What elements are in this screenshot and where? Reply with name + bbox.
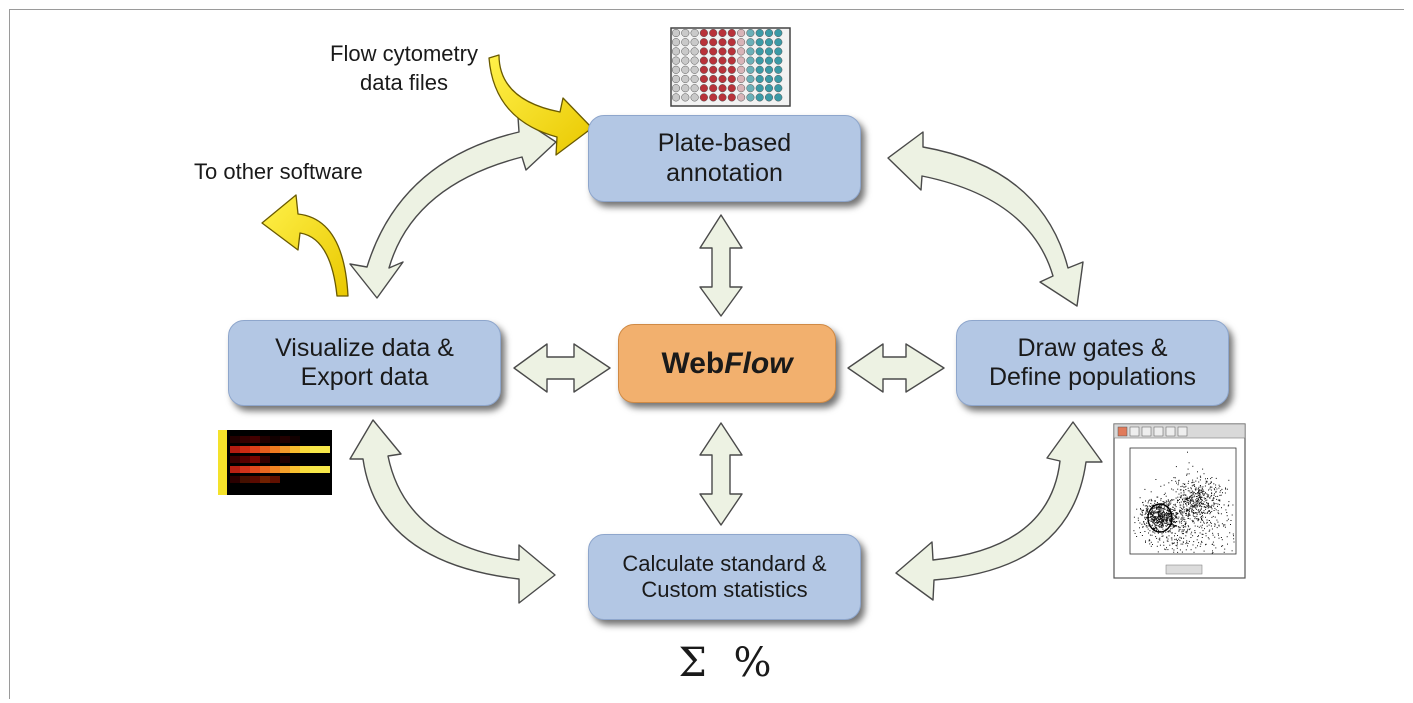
arrow-draw-calculate xyxy=(895,421,1103,601)
draw-gates-box[interactable]: Draw gates & Define populations xyxy=(956,320,1229,406)
yellow-output-arrow xyxy=(261,194,349,297)
arrow-center-calculate xyxy=(699,422,743,526)
well-plate-icon xyxy=(670,27,791,107)
stats-symbols: Σ % xyxy=(678,640,772,686)
visualize-export-label: Visualize data & Export data xyxy=(275,333,454,392)
visualize-export-box[interactable]: Visualize data & Export data xyxy=(228,320,501,406)
heatmap-icon xyxy=(218,430,332,495)
plate-annotation-box[interactable]: Plate-based annotation xyxy=(588,115,861,202)
plate-annotation-label: Plate-based annotation xyxy=(657,129,792,187)
input-files-label: Flow cytometry data files xyxy=(330,41,478,95)
calculate-statistics-box[interactable]: Calculate standard & Custom statistics xyxy=(588,534,861,620)
draw-gates-label: Draw gates & Define populations xyxy=(988,333,1197,392)
arrow-center-draw xyxy=(847,343,945,393)
arrow-visualize-plate xyxy=(349,116,557,299)
arrow-plate-draw xyxy=(887,131,1084,307)
webflow-center-box[interactable]: WebFlow xyxy=(618,324,836,403)
arrow-plate-center xyxy=(699,214,743,317)
output-software-label: To other software xyxy=(194,159,363,184)
arrow-visualize-center xyxy=(513,343,611,393)
yellow-input-arrow xyxy=(488,54,593,156)
calculate-statistics-label: Calculate standard & Custom statistics xyxy=(622,551,827,602)
arrow-visualize-calculate xyxy=(349,419,556,604)
scatter-plot-icon xyxy=(1113,423,1246,579)
figure-frame xyxy=(9,9,1404,699)
webflow-label: WebFlow xyxy=(661,346,793,380)
